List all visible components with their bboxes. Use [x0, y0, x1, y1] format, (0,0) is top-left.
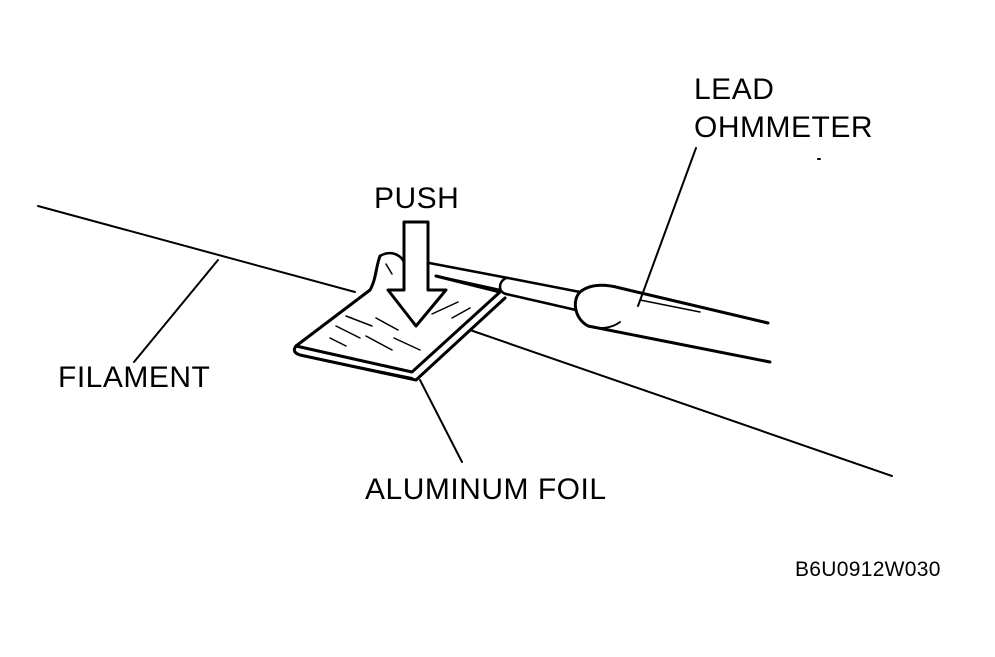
filament-line [37, 205, 893, 477]
push-arrow [386, 220, 448, 328]
figure-code: B6U0912W030 [795, 558, 941, 581]
label-ohmmeter: OHMMETER [694, 111, 873, 144]
label-filament: FILAMENT [58, 361, 211, 394]
label-push: PUSH [374, 182, 460, 215]
ohmmeter-lead-probe [422, 260, 772, 364]
filament-leader-line [133, 259, 219, 363]
label-aluminum-foil: ALUMINUM FOIL [365, 473, 607, 506]
ohmmeter-leader-line [637, 147, 697, 307]
foil-leader-line [419, 379, 463, 463]
aluminum-foil [292, 251, 507, 382]
label-lead: LEAD [694, 73, 775, 106]
